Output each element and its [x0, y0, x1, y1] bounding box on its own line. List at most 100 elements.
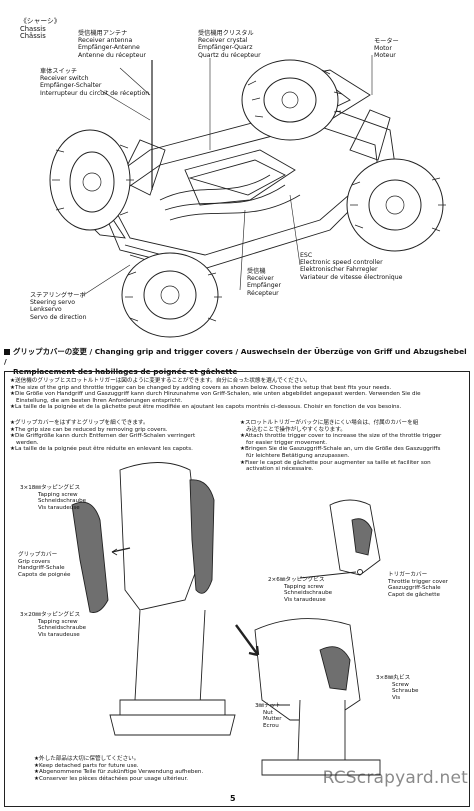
- grip-line: ★Die Griffgröße kann durch Entfernen der…: [10, 433, 196, 440]
- square-bullet-icon: [4, 349, 10, 355]
- part-label: Capots de poignée: [18, 571, 71, 578]
- label-text: Receiver crystal: [198, 37, 248, 45]
- part-tapping-screw-3x20: 3×20㎜タッピングビス Tapping screw Schneidschrau…: [20, 612, 86, 638]
- trigger-line: für leichtere Betätigung anzupassen.: [246, 452, 350, 459]
- part-label: Tapping screw: [284, 583, 324, 590]
- chassis-heading-ja: 《シャーシ》: [20, 17, 61, 25]
- intro-line: ★送信機のグリップとスロットルトリガーは図のように変更することができます。自分に…: [10, 378, 311, 384]
- trigger-line: ★Bringen Sie die Gaszuggriff-Schale an, …: [240, 446, 441, 453]
- grip-text: ★グリップカバーをはずすとグリップを細くできます。 ★The grip size…: [10, 420, 195, 453]
- intro-line: ★The size of the grip and throttle trigg…: [10, 384, 392, 391]
- label-text: ESC: [300, 252, 313, 259]
- section-title-line1: グリップカバーの変更 / Changing grip and trigger c…: [4, 347, 467, 366]
- label-text: Variateur de vitesse électronique: [300, 273, 403, 281]
- label-text: Empfänger-Quarz: [198, 44, 253, 52]
- page-number: 5: [230, 794, 236, 803]
- part-label: Schraube: [392, 688, 419, 695]
- trigger-line: ★スロットルトリガーがバックに届きにくい場合は、付属のカバーを組: [240, 420, 419, 426]
- chassis-illustration: [49, 55, 446, 338]
- label-text: Moteur: [374, 52, 396, 60]
- part-label: Mutter: [263, 716, 282, 723]
- grip-line: ★グリップカバーをはずすとグリップを細くできます。: [10, 420, 149, 426]
- chassis-heading-en: Chassis: [20, 24, 46, 33]
- label-receiver-crystal: 受信機用クリスタル Receiver crystal Empfänger-Qua…: [198, 30, 261, 59]
- grip-line: ★The grip size can be reduced by removin…: [10, 426, 168, 433]
- label-receiver-switch: 車体スイッチ Receiver switch Empfänger-Schalte…: [40, 68, 149, 97]
- part-label: Gaszuggriff-Schale: [388, 585, 441, 592]
- label-text: ステアリングサーボ: [30, 292, 86, 299]
- part-label: Schneidschraube: [284, 590, 333, 597]
- label-text: 受信機: [247, 268, 266, 275]
- part-label: 3×8㎜丸ビス: [376, 675, 411, 681]
- part-label: Vis taraudeuse: [38, 631, 80, 638]
- chassis-heading: 《シャーシ》 Chassis Châssis: [20, 17, 61, 41]
- chassis-heading-fr: Châssis: [20, 32, 46, 41]
- label-text: Electronic speed controller: [300, 259, 383, 267]
- part-label: 3×20㎜タッピングビス: [20, 612, 81, 618]
- part-label: Ecrou: [263, 722, 279, 729]
- part-label: 3×18㎜タッピングビス: [20, 485, 81, 491]
- label-text: 受信機用アンテナ: [78, 30, 128, 37]
- label-text: Récepteur: [247, 289, 279, 297]
- label-text: 受信機用クリスタル: [198, 30, 254, 37]
- part-tapping-screw-3x18: 3×18㎜タッピングビス Tapping screw Schneidschrau…: [20, 485, 86, 511]
- label-receiver: 受信機 Receiver Empfänger Récepteur: [247, 268, 281, 297]
- grip-line: ★La taille de la poignée peut être rédui…: [10, 446, 193, 453]
- part-label: Vis: [392, 694, 401, 701]
- note-line: ★外した部品は大切に保管してください。: [34, 756, 140, 762]
- part-label: Schneidschraube: [38, 498, 87, 505]
- label-text: 車体スイッチ: [40, 68, 78, 75]
- trigger-line: ★Fixer le capot de gâchette pour augment…: [240, 459, 431, 466]
- part-label: Schneidschraube: [38, 625, 87, 632]
- trigger-line: for easier trigger movement.: [246, 439, 328, 446]
- part-label: グリップカバー: [18, 552, 58, 558]
- part-label: Grip covers: [18, 558, 50, 565]
- watermark-text: RCScrapyard.net: [322, 768, 468, 788]
- note-line: ★Conserver les pièces détachées pour usa…: [34, 775, 189, 782]
- part-grip-covers: グリップカバー Grip covers Handgriff-Schale Cap…: [18, 552, 70, 578]
- label-receiver-antenna: 受信機用アンテナ Receiver antenna Empfänger-Ante…: [78, 30, 146, 59]
- part-label: Capot de gâchette: [388, 591, 440, 598]
- label-text: Empfänger-Antenne: [78, 44, 140, 52]
- label-esc: ESC Electronic speed controller Elektron…: [300, 252, 402, 281]
- trigger-text: ★スロットルトリガーがバックに届きにくい場合は、付属のカバーを組 み込むことで操…: [240, 420, 441, 473]
- part-label: Vis taraudeuse: [38, 504, 80, 511]
- label-text: Interrupteur du circuit de réception: [40, 89, 150, 97]
- note-line: ★Keep detached parts for future use.: [34, 762, 139, 769]
- intro-line: ★Die Größe von Handgriff und Gaszuggriff…: [10, 391, 421, 398]
- label-text: Receiver antenna: [78, 37, 133, 45]
- note-line: ★Abgenommene Teile für zukünftige Verwen…: [34, 769, 204, 776]
- grip-line: werden.: [16, 439, 39, 446]
- trigger-line: activation si nécessaire.: [246, 466, 314, 473]
- intro-text: ★送信機のグリップとスロットルトリガーは図のように変更することができます。自分に…: [10, 378, 421, 411]
- trigger-line: み込むことで操作がしやすくなります。: [246, 426, 346, 433]
- part-screw-3x8: 3×8㎜丸ビス Screw Schraube Vis: [376, 675, 418, 701]
- part-nut-3mm: 3㎜ナット Nut Mutter Ecrou: [255, 703, 282, 729]
- label-text: Empfänger-Schalter: [40, 82, 102, 90]
- label-text: Servo de direction: [30, 313, 87, 321]
- part-label: 3㎜ナット: [255, 703, 281, 709]
- part-throttle-trigger-cover: トリガーカバー Throttle trigger cover Gaszuggri…: [388, 572, 448, 598]
- keep-parts-note: ★外した部品は大切に保管してください。 ★Keep detached parts…: [34, 756, 203, 782]
- label-text: Motor: [374, 45, 392, 53]
- part-label: Screw: [392, 681, 409, 688]
- part-label: Handgriff-Schale: [18, 565, 65, 572]
- part-label: Vis taraudeuse: [284, 596, 326, 603]
- part-label: Tapping screw: [38, 491, 78, 498]
- procedure-box: [4, 371, 470, 807]
- part-label: Nut: [263, 709, 273, 716]
- label-motor: モーター Motor Moteur: [374, 38, 399, 60]
- label-text: Antenne du récepteur: [78, 51, 146, 59]
- part-label: Tapping screw: [38, 618, 78, 625]
- label-text: Empfänger: [247, 282, 282, 290]
- label-text: モーター: [374, 38, 399, 45]
- intro-line: ★La taille de la poignée et de la gâchet…: [10, 404, 402, 411]
- label-text: Quartz du récepteur: [198, 51, 261, 59]
- label-text: Receiver: [247, 275, 274, 283]
- intro-line: Einstellung, die am besten Ihren Anforde…: [16, 397, 183, 404]
- part-label: Throttle trigger cover: [388, 578, 448, 585]
- label-text: Lenkservo: [30, 306, 62, 314]
- part-label: 2×6㎜タッピングビス: [268, 577, 325, 583]
- label-text: Steering servo: [30, 299, 76, 307]
